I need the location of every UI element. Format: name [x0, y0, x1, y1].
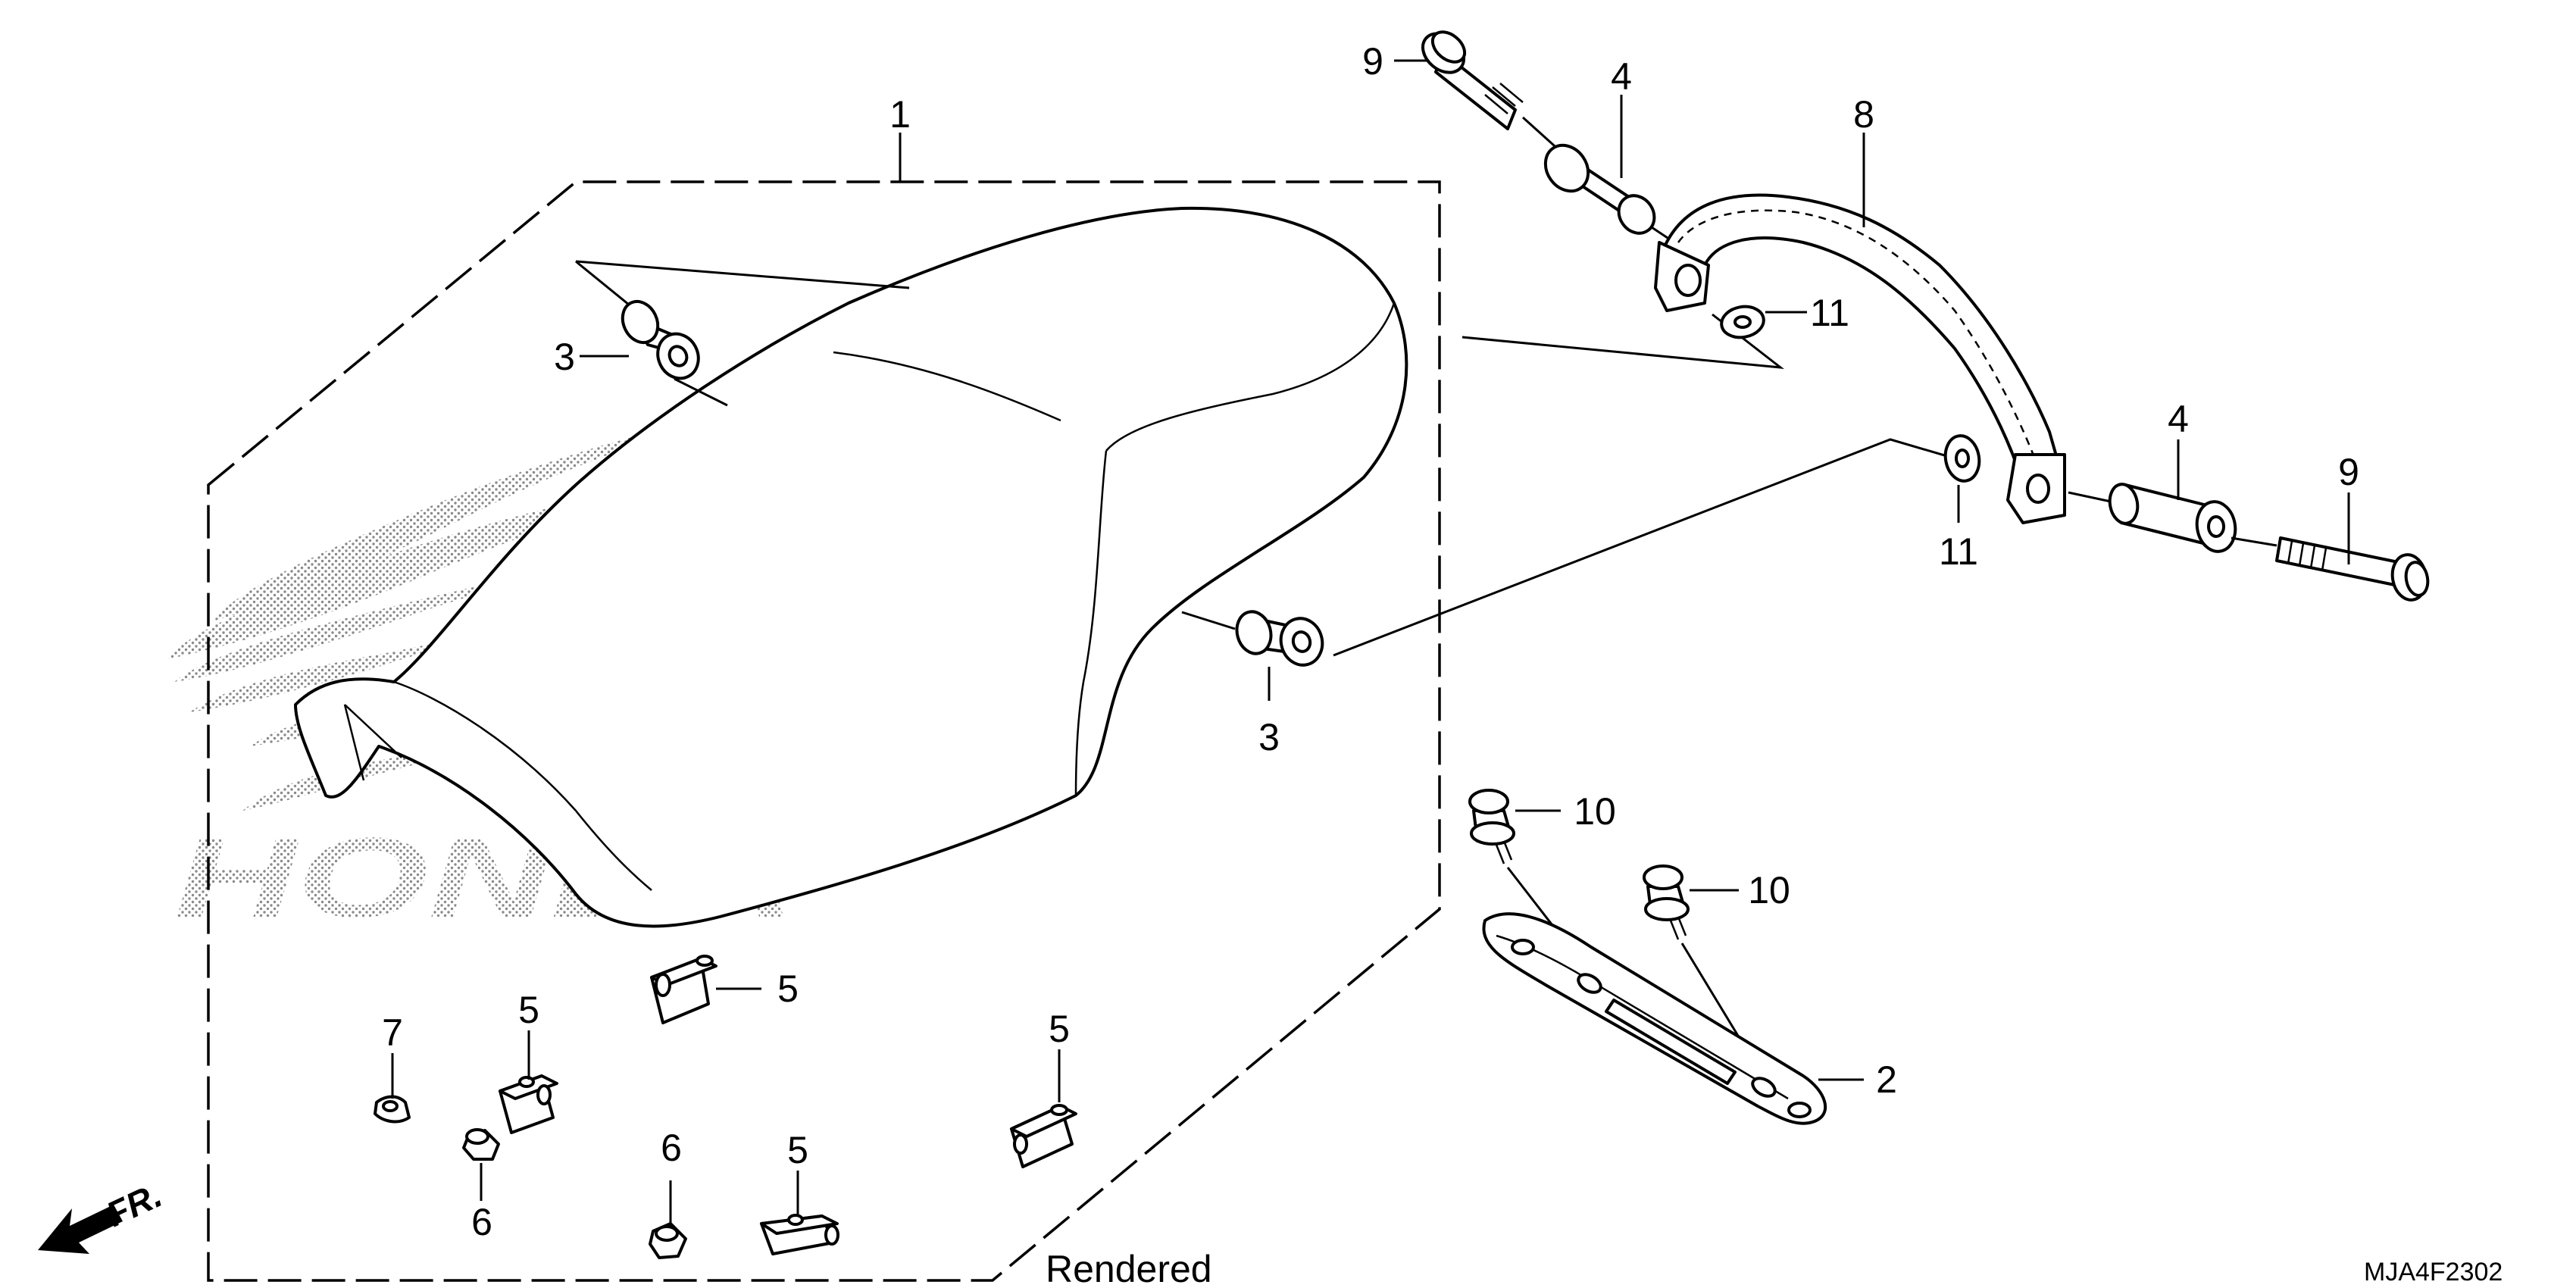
callout-2: 2 — [1876, 1058, 1897, 1101]
grommet-upper-line — [674, 377, 728, 407]
caption-rendered: Rendered — [1046, 1248, 1212, 1288]
diagram-code: MJA4F2302 — [2364, 1258, 2503, 1286]
callout-11-lower: 11 — [1939, 530, 1978, 573]
callout-10-right: 10 — [1748, 869, 1790, 911]
grab-handle — [1654, 193, 2066, 524]
clip-7 — [374, 1095, 411, 1124]
callout-11-upper: 11 — [1810, 292, 1849, 334]
callout-6-left: 6 — [471, 1201, 492, 1243]
callout-4-lower: 4 — [2168, 398, 2189, 440]
block-5-right — [1010, 1104, 1077, 1168]
callout-9-upper: 9 — [1362, 40, 1383, 83]
handle-mount-line — [1333, 438, 1955, 657]
bolt-bracket-right — [1643, 864, 1690, 940]
callout-8: 8 — [1853, 93, 1874, 136]
grommet-lower-line — [1181, 611, 1236, 630]
callout-5-right: 5 — [1049, 1008, 1070, 1050]
callout-5-left: 5 — [518, 989, 539, 1031]
callout-1: 1 — [889, 93, 911, 136]
callout-3-lower: 3 — [1258, 716, 1280, 758]
callout-9-lower: 9 — [2338, 451, 2359, 493]
seat-bracket — [1482, 912, 1827, 1125]
callout-5-bottom: 5 — [787, 1129, 808, 1171]
bolt-lower — [2275, 536, 2430, 602]
seat — [294, 206, 1408, 928]
seat-assembly-dashed-outline — [207, 180, 1441, 1282]
callout-4-upper: 4 — [1611, 55, 1632, 98]
collar-lower-axis — [2231, 536, 2277, 547]
collar-lower — [2108, 483, 2237, 553]
front-direction-arrow: FR. — [38, 1175, 167, 1254]
callout-6-bottom: 6 — [661, 1127, 682, 1169]
pointer-line-upper — [575, 260, 910, 289]
block-5-left — [499, 1074, 558, 1134]
washer-upper — [1720, 305, 1765, 339]
callout-7: 7 — [382, 1011, 403, 1054]
washer-lower — [1943, 434, 1981, 483]
block-5-bottom — [760, 1214, 839, 1255]
nut-6-left — [462, 1128, 500, 1161]
collar-upper — [1543, 143, 1656, 235]
grommet-upper — [621, 299, 700, 380]
bolt-bracket-left — [1468, 789, 1515, 864]
nut-6-bottom — [649, 1222, 687, 1259]
callout-5-top: 5 — [777, 968, 799, 1010]
callout-10-left: 10 — [1574, 790, 1616, 833]
callout-3-upper: 3 — [554, 336, 575, 378]
block-5-top — [650, 955, 717, 1024]
bolt-upper — [1421, 30, 1524, 130]
grommet-lower — [1235, 610, 1324, 667]
